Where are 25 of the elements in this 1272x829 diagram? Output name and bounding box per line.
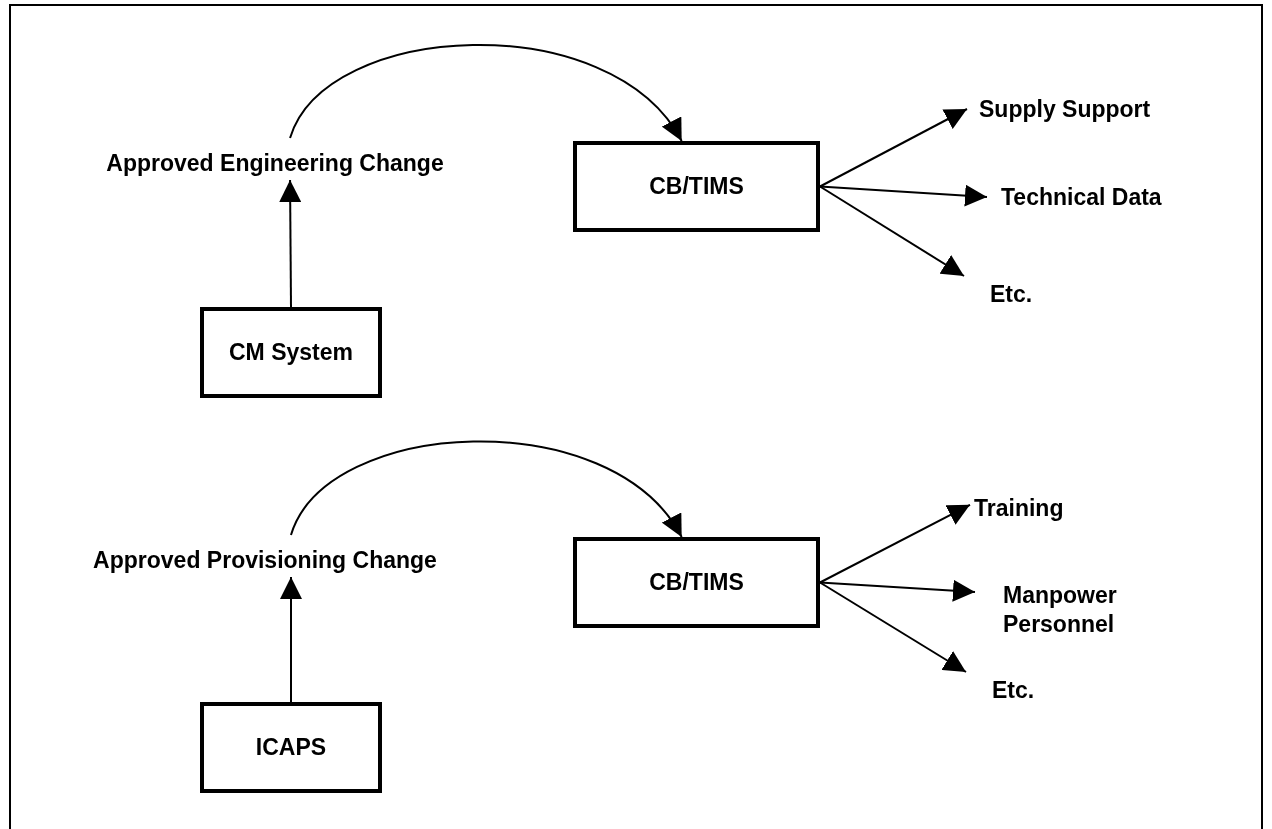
box-label: CM System <box>229 339 353 366</box>
arrow <box>289 440 683 538</box>
flow-label: Approved Provisioning Change <box>93 545 437 575</box>
process-box <box>573 537 820 628</box>
arrow <box>819 579 976 602</box>
process-box <box>200 307 382 398</box>
process-box <box>573 141 820 232</box>
flow-label: Etc. <box>992 675 1035 705</box>
box-label: CB/TIMS <box>649 569 744 596</box>
arrow <box>819 184 988 207</box>
arrow <box>279 179 302 308</box>
arrow <box>819 108 968 188</box>
box-label: ICAPS <box>255 734 327 761</box>
arrow <box>289 44 683 142</box>
arrow <box>819 581 967 673</box>
arrow <box>280 576 302 703</box>
process-box <box>200 702 382 793</box>
flow-label: Technical Data <box>1001 182 1162 212</box>
flow-label: Approved Engineering Change <box>106 148 444 178</box>
box-label: CB/TIMS <box>649 173 744 200</box>
flow-label: Etc. <box>990 279 1033 309</box>
flow-label: Supply Support <box>979 94 1151 124</box>
arrow <box>819 185 965 277</box>
arrow <box>819 503 971 584</box>
flow-label: Training <box>974 493 1064 523</box>
